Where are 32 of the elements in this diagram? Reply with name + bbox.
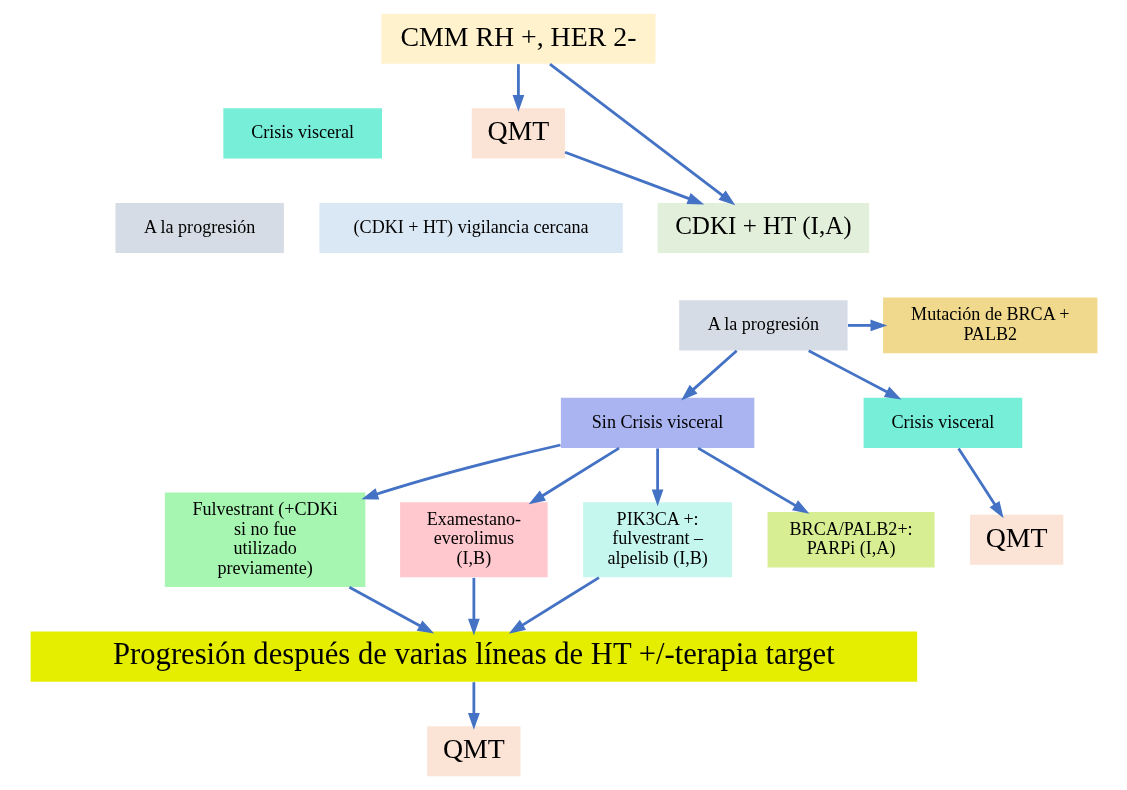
arrow [528, 446, 620, 505]
node-box: CMM RH +, HER 2- [380, 13, 655, 64]
node-box: Progresión después de varias líneas de HT +/-terapia target [30, 631, 917, 682]
node-box: Crisis visceral [863, 397, 1022, 448]
arrow [467, 577, 480, 636]
node-box: BRCA/PALB2+: PARPi (I,A) [767, 511, 935, 568]
node-box: CDKI + HT (I,A) [657, 202, 869, 254]
arrow [807, 349, 901, 400]
node-box: (CDKI + HT) vigilancia cercana [318, 202, 623, 254]
arrow [361, 443, 561, 500]
node-box: A la progresión [678, 300, 848, 351]
node-box: Fulvestrant (+CDKi si no fue utilizado previamente) [164, 492, 365, 588]
arrow [508, 576, 600, 634]
arrow [680, 349, 738, 401]
node-box: QMT [426, 726, 520, 777]
arrow [548, 62, 735, 206]
node-box: PIK3CA +: fulvestrant – alpelisib (I,B) [582, 502, 732, 578]
arrow [696, 446, 809, 514]
node-box: QMT [471, 108, 565, 159]
arrow [847, 319, 887, 332]
arrow [956, 447, 1004, 519]
arrow [512, 64, 524, 112]
arrow [467, 682, 480, 730]
node-box: A la progresión [114, 202, 284, 254]
node-box: Examestano- everolimus (I,B) [399, 502, 548, 578]
arrow [564, 150, 704, 205]
arrow [651, 448, 663, 507]
node-box: Sin Crisis visceral [560, 397, 754, 448]
node-box: QMT [969, 514, 1063, 565]
node-box: Mutación de BRCA + PALB2 [882, 297, 1097, 354]
arrow [348, 586, 434, 634]
node-box: Crisis visceral [222, 108, 382, 159]
